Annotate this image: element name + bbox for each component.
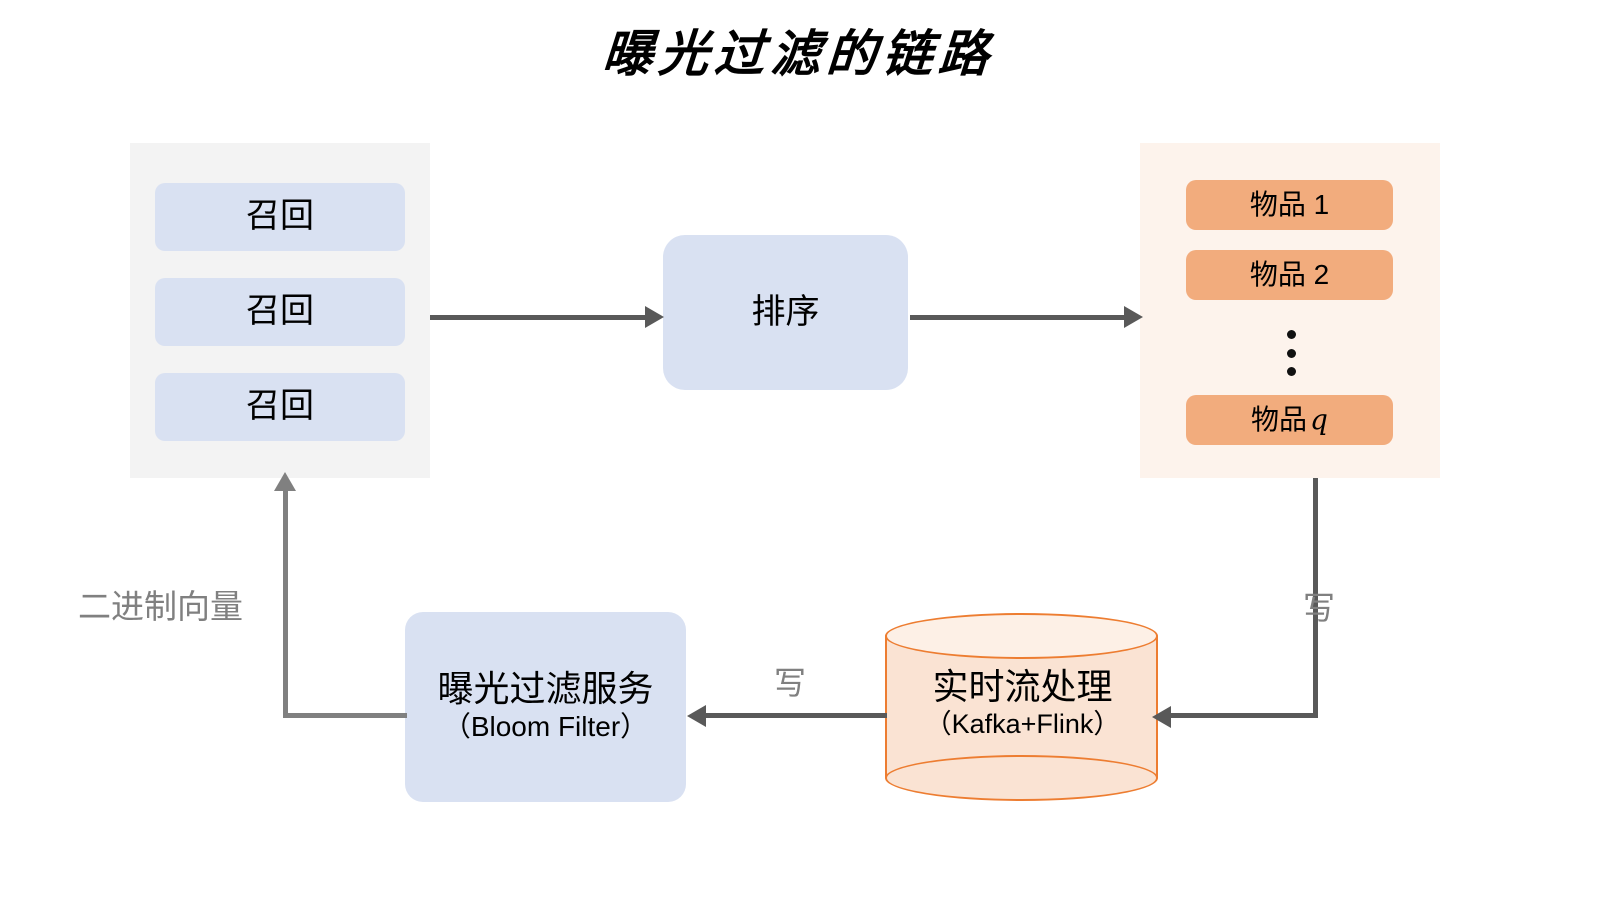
- item-box-1-label: 物品 1: [1249, 188, 1330, 220]
- recall-box-3-label: 召回: [246, 387, 314, 426]
- rank-node[interactable]: 排序: [663, 235, 908, 390]
- item-box-last-prefix: 物品: [1251, 403, 1308, 435]
- edge-recall-to-rank: [430, 315, 646, 320]
- cylinder-bottom-ellipse: [885, 755, 1158, 801]
- ellipsis-dot-1: [1286, 330, 1296, 339]
- page-title: 曝光过滤的链路: [600, 24, 997, 83]
- arrowhead-items-to-stream-icon: [1152, 706, 1171, 728]
- edge-items-to-stream-vertical: [1313, 478, 1318, 718]
- edge-label-write-middle: 写: [774, 665, 807, 701]
- recall-box-2-label: 召回: [246, 292, 314, 331]
- bloom-filter-subtitle: （Bloom Filter）: [442, 711, 649, 743]
- vertical-ellipsis-icon: [1283, 330, 1299, 376]
- stream-processing-subtitle: （Kafka+Flink）: [924, 708, 1121, 739]
- arrowhead-rank-to-items-icon: [1124, 306, 1143, 328]
- item-box-1[interactable]: 物品 1: [1186, 180, 1393, 230]
- edge-label-write-right: 写: [1303, 590, 1336, 626]
- recall-box-1[interactable]: 召回: [155, 183, 405, 251]
- edge-bloom-to-recall-horizontal: [283, 713, 407, 718]
- recall-box-3[interactable]: 召回: [155, 373, 405, 441]
- item-box-2[interactable]: 物品 2: [1186, 250, 1393, 300]
- item-box-last[interactable]: 物品 q: [1186, 395, 1393, 445]
- ellipsis-dot-2: [1286, 348, 1296, 358]
- edge-items-to-stream-horizontal: [1162, 713, 1318, 718]
- cylinder-top-ellipse: [885, 613, 1158, 659]
- stream-processing-title: 实时流处理: [932, 666, 1113, 707]
- edge-label-binary-vector: 二进制向量: [78, 588, 243, 625]
- edge-rank-to-items: [910, 315, 1126, 320]
- arrowhead-recall-to-rank-icon: [645, 306, 664, 328]
- ellipsis-dot-3: [1286, 367, 1296, 376]
- arrowhead-bloom-to-recall-icon: [274, 472, 296, 491]
- edge-bloom-to-recall-vertical: [283, 488, 288, 718]
- recall-box-1-label: 召回: [246, 197, 314, 236]
- stream-processing-label: 实时流处理 （Kafka+Flink）: [885, 668, 1160, 740]
- edge-stream-to-bloom: [705, 713, 887, 718]
- bloom-filter-title: 曝光过滤服务: [437, 668, 654, 710]
- stream-processing-node[interactable]: 实时流处理 （Kafka+Flink）: [885, 613, 1160, 801]
- item-box-2-label: 物品 2: [1249, 258, 1330, 290]
- recall-box-2[interactable]: 召回: [155, 278, 405, 346]
- item-box-last-index: q: [1310, 402, 1328, 436]
- arrowhead-stream-to-bloom-icon: [687, 705, 706, 727]
- rank-node-label: 排序: [751, 292, 820, 331]
- bloom-filter-node[interactable]: 曝光过滤服务 （Bloom Filter）: [405, 612, 686, 802]
